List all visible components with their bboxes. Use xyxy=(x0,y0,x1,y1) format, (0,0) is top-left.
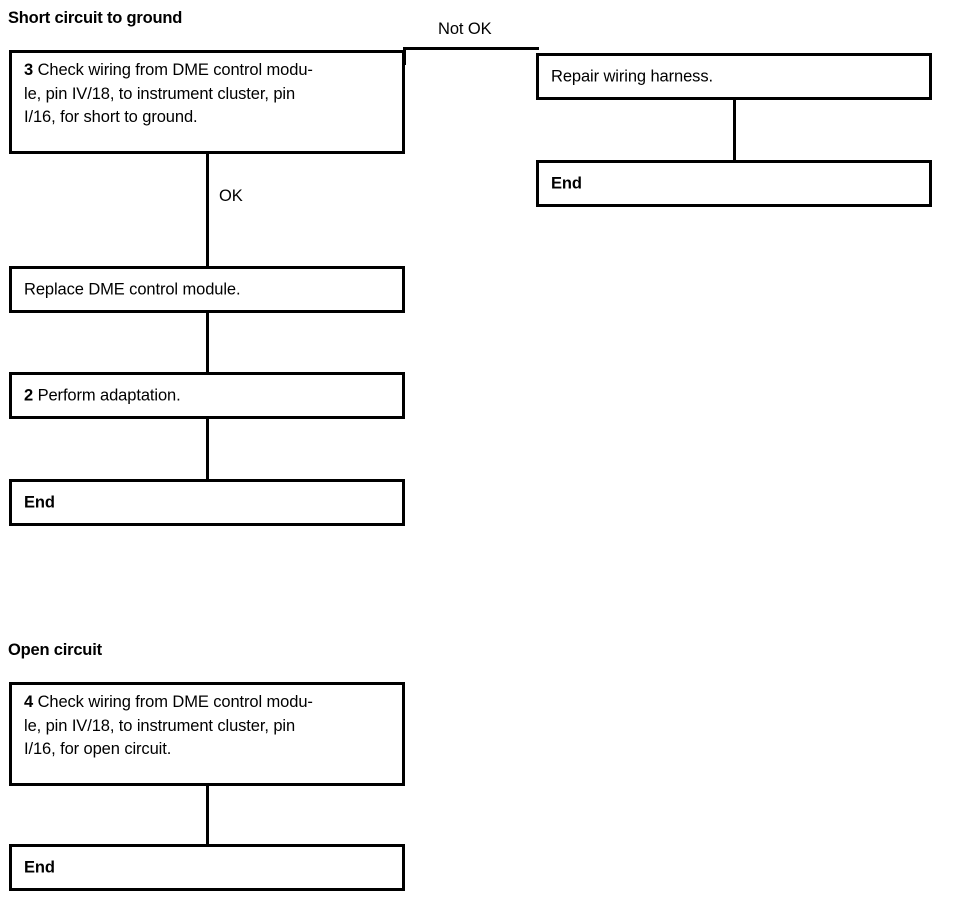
edge-label-ok: OK xyxy=(219,187,243,205)
connector-step4-to-end xyxy=(206,784,209,845)
node-repair-wiring-harness[interactable]: Repair wiring harness. xyxy=(536,53,932,100)
node-step3-text: 3 Check wiring from DME control modu- le… xyxy=(24,59,394,130)
node-end-repair[interactable]: End xyxy=(536,160,932,207)
node-step4-body: Check wiring from DME control modu- le, … xyxy=(24,693,313,758)
node-step4[interactable]: 4 Check wiring from DME control modu- le… xyxy=(9,682,405,786)
node-step4-text: 4 Check wiring from DME control modu- le… xyxy=(24,691,394,762)
section-heading-short-circuit: Short circuit to ground xyxy=(8,9,183,27)
connector-repair-to-end xyxy=(733,99,736,162)
node-step2-number: 2 xyxy=(24,385,34,404)
edge-label-not-ok: Not OK xyxy=(438,20,492,38)
node-repair-wiring-harness-text: Repair wiring harness. xyxy=(551,66,713,85)
node-step3-number: 3 xyxy=(24,61,34,79)
node-step2-body: Perform adaptation. xyxy=(37,385,181,404)
node-step3-body: Check wiring from DME control modu- le, … xyxy=(24,61,313,126)
node-end-left-text: End xyxy=(24,492,55,511)
connector-notok-horizontal xyxy=(403,47,539,50)
node-step2[interactable]: 2 Perform adaptation. xyxy=(9,372,405,419)
node-end-open[interactable]: End xyxy=(9,844,405,891)
section-heading-open-circuit: Open circuit xyxy=(8,641,102,659)
connector-step2-to-end xyxy=(206,418,209,480)
node-end-repair-text: End xyxy=(551,173,582,192)
node-step3[interactable]: 3 Check wiring from DME control modu- le… xyxy=(9,50,405,154)
node-end-open-text: End xyxy=(24,857,55,876)
connector-replace-dme-to-step2 xyxy=(206,311,209,373)
connector-step3-to-replace-dme xyxy=(206,152,209,268)
node-end-left[interactable]: End xyxy=(9,479,405,526)
node-replace-dme-text: Replace DME control module. xyxy=(24,279,241,298)
node-step4-number: 4 xyxy=(24,693,34,711)
node-replace-dme-control-module[interactable]: Replace DME control module. xyxy=(9,266,405,313)
node-step2-text: 2 Perform adaptation. xyxy=(24,384,394,408)
